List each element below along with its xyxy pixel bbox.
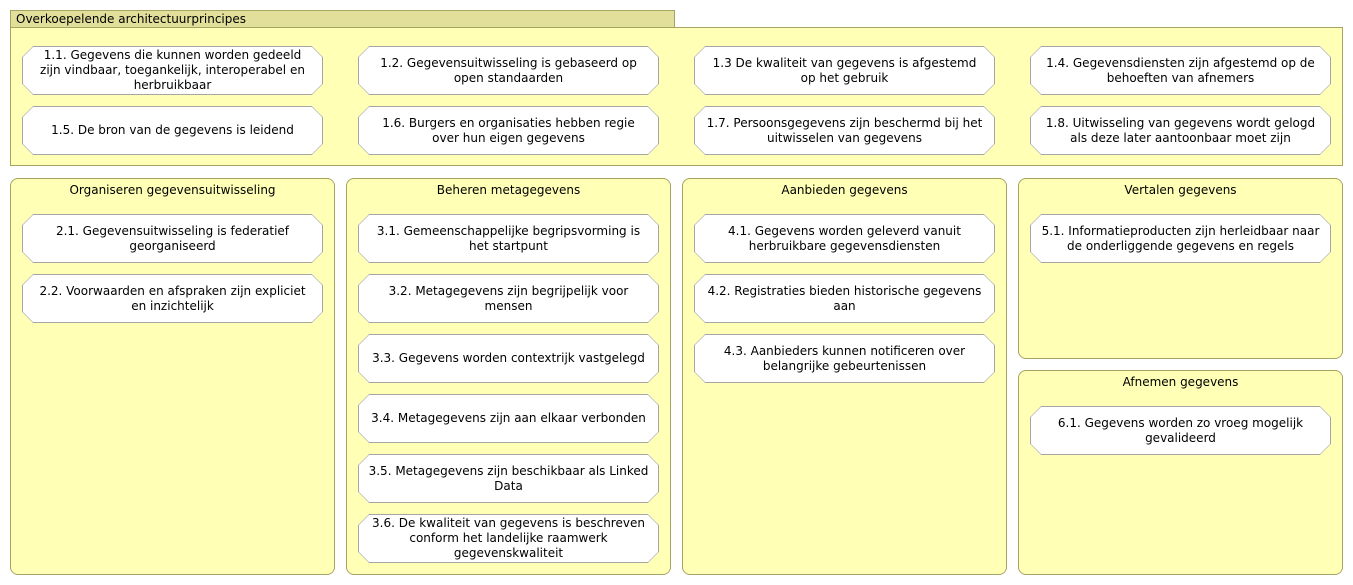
principle-1-3[interactable]: 1.3 De kwaliteit van gegevens is afgeste…	[694, 46, 995, 95]
principle-1-6[interactable]: 1.6. Burgers en organisaties hebben regi…	[358, 106, 659, 155]
principle-3-2[interactable]: 3.2. Metagegevens zijn begrijpelijk voor…	[358, 274, 659, 323]
group-vertalen-gegevens: Vertalen gegevens	[1018, 178, 1343, 359]
principle-3-5[interactable]: 3.5. Metagegevens zijn beschikbaar als L…	[358, 454, 659, 503]
group-title-organiseren: Organiseren gegevensuitwisseling	[69, 183, 276, 197]
principle-2-2[interactable]: 2.2. Voorwaarden en afspraken zijn expli…	[22, 274, 323, 323]
principle-1-2[interactable]: 1.2. Gegevensuitwisseling is gebaseerd o…	[358, 46, 659, 95]
group-title-beheren: Beheren metagegevens	[436, 183, 581, 197]
top-group-title: Overkoepelende architectuurprincipes	[10, 10, 675, 27]
principle-1-7[interactable]: 1.7. Persoonsgegevens zijn beschermd bij…	[694, 106, 995, 155]
principle-1-4[interactable]: 1.4. Gegevensdiensten zijn afgestemd op …	[1030, 46, 1331, 95]
principle-5-1[interactable]: 5.1. Informatieproducten zijn herleidbaa…	[1030, 214, 1331, 263]
principle-3-6[interactable]: 3.6. De kwaliteit van gegevens is beschr…	[358, 514, 659, 563]
principle-1-5[interactable]: 1.5. De bron van de gegevens is leidend	[22, 106, 323, 155]
principle-1-8[interactable]: 1.8. Uitwisseling van gegevens wordt gel…	[1030, 106, 1331, 155]
group-title-aanbieden: Aanbieden gegevens	[781, 183, 908, 197]
principle-3-4[interactable]: 3.4. Metagegevens zijn aan elkaar verbon…	[358, 394, 659, 443]
group-title-vertalen: Vertalen gegevens	[1124, 183, 1237, 197]
principle-2-1[interactable]: 2.1. Gegevensuitwisseling is federatief …	[22, 214, 323, 263]
group-title-afnemen: Afnemen gegevens	[1122, 375, 1239, 389]
principle-4-1[interactable]: 4.1. Gegevens worden geleverd vanuit her…	[694, 214, 995, 263]
principle-3-3[interactable]: 3.3. Gegevens worden contextrijk vastgel…	[358, 334, 659, 383]
principle-3-1[interactable]: 3.1. Gemeenschappelijke begripsvorming i…	[358, 214, 659, 263]
principle-6-1[interactable]: 6.1. Gegevens worden zo vroeg mogelijk g…	[1030, 406, 1331, 455]
principle-4-3[interactable]: 4.3. Aanbieders kunnen notificeren over …	[694, 334, 995, 383]
group-afnemen-gegevens: Afnemen gegevens	[1018, 370, 1343, 575]
principle-1-1[interactable]: 1.1. Gegevens die kunnen worden gedeeld …	[22, 46, 323, 95]
principle-4-2[interactable]: 4.2. Registraties bieden historische geg…	[694, 274, 995, 323]
